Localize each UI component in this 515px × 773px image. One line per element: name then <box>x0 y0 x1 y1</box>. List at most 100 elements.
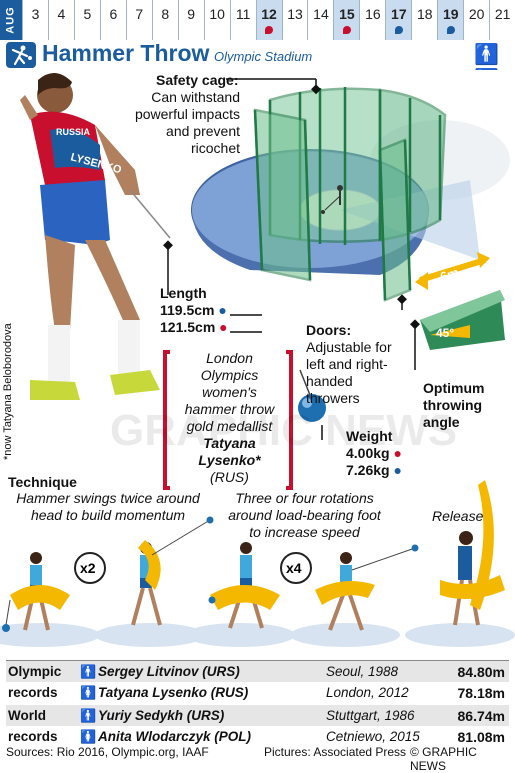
day-cell: 16 <box>359 0 385 40</box>
male-icon: 🚹 <box>474 44 499 66</box>
main-illustration: RUSSIA LYSENKO GRAPHIC NEWS <box>0 70 515 647</box>
record-place: Seoul, 1988 <box>326 664 399 679</box>
day-number: 15 <box>339 6 355 22</box>
venue-label: Olympic Stadium <box>214 49 313 64</box>
graphic-news-credit: © GRAPHIC NEWS <box>410 745 477 773</box>
medallist-text-line: London <box>206 350 253 366</box>
record-mark: 81.08m <box>457 728 505 745</box>
day-number: 16 <box>365 6 381 22</box>
day-number: 9 <box>187 6 196 22</box>
technique-step1-line: head to build momentum <box>30 507 186 523</box>
technique-step2-line: to increase speed <box>249 524 360 540</box>
day-cell: 9 <box>177 0 204 40</box>
record-mark: 86.74m <box>457 707 505 724</box>
sector-arrow <box>415 252 490 290</box>
watermark: GRAPHIC NEWS <box>110 406 457 455</box>
angle-label-line: Optimum <box>423 380 485 396</box>
medallist-description: London Olympics women's hammer throw gol… <box>172 350 287 486</box>
day-cell: 4 <box>47 0 74 40</box>
record-row: Olympic🚹Sergey Litvinov (URS)Seoul, 1988… <box>6 661 509 682</box>
doors-text-line: throwers <box>306 390 360 406</box>
doors-text-line: Adjustable for <box>306 339 392 355</box>
weight-female: 7.26kg ● <box>346 462 402 478</box>
day-cell: 8 <box>151 0 178 40</box>
day-number: 6 <box>109 6 118 22</box>
page-title: Hammer Throw <box>42 40 210 66</box>
weight-male-value: 4.00kg <box>346 445 390 461</box>
length-male: 119.5cm ● <box>160 302 227 318</box>
record-holder: Yuriy Sedykh (URS) <box>98 708 225 723</box>
day-number: 12 <box>261 6 277 22</box>
cage-text-line: ricochet <box>190 140 240 156</box>
medal-event-icon <box>342 26 351 34</box>
medallist-text-line: women's <box>202 384 257 400</box>
length-male-value: 119.5cm <box>160 302 215 318</box>
day-cell: 11 <box>229 0 256 40</box>
medallist-text-line: gold medallist <box>186 418 273 434</box>
technique-step2-line: Three or four rotations <box>235 490 374 506</box>
angle-value: 45° <box>436 326 455 340</box>
record-place: Cetniewo, 2015 <box>326 729 420 744</box>
male-icon: ● <box>393 462 402 478</box>
day-cell: 3 <box>22 0 48 40</box>
medallist-text-line: hammer throw <box>184 401 275 417</box>
day-cell: 19 <box>437 0 464 40</box>
day-number: 13 <box>287 6 303 22</box>
weight-label: Weight <box>346 428 393 444</box>
record-place: London, 2012 <box>326 685 409 700</box>
record-category: records <box>8 684 58 700</box>
medallist-name-line: Lysenko* <box>198 452 261 468</box>
day-number: 10 <box>209 6 225 22</box>
male-icon: 🚹 <box>80 707 97 723</box>
rotations-x2: x2 <box>80 560 96 576</box>
male-icon: ● <box>218 302 227 318</box>
technique-step2-line: around load-bearing foot <box>228 507 381 523</box>
record-mark: 78.18m <box>457 684 505 701</box>
month-label: AUG <box>5 6 18 34</box>
footnote: *now Tatyana Beloborodova <box>2 323 14 460</box>
medal-event-icon <box>265 26 274 34</box>
length-female-value: 121.5cm <box>160 319 216 335</box>
female-icon: 🚺 <box>80 728 97 744</box>
record-holder: Tatyana Lysenko (RUS) <box>98 685 249 700</box>
medallist-text-line: Olympics <box>200 367 259 383</box>
day-number: 8 <box>161 6 170 22</box>
record-row: records🚺Tatyana Lysenko (RUS)London, 201… <box>6 682 509 703</box>
record-category: World <box>8 707 46 723</box>
medallist-bracket <box>163 350 293 490</box>
angle-label-line: angle <box>423 414 460 430</box>
records-table: Olympic🚹Sergey Litvinov (URS)Seoul, 1988… <box>6 660 509 745</box>
day-number: 11 <box>235 6 251 22</box>
doors-text-line: left and right- <box>306 356 388 372</box>
male-icon: 🚹 <box>80 663 97 679</box>
cage-label: Safety cage: <box>156 72 239 88</box>
day-cell: 10 <box>203 0 230 40</box>
cage-text-line: and prevent <box>166 123 240 139</box>
month-tab: AUG <box>0 0 22 40</box>
technique-step2: Three or four rotations around load-bear… <box>222 490 387 541</box>
sources: Sources: Rio 2016, Olympic.org, IAAF <box>6 745 209 759</box>
weight-female-value: 7.26kg <box>346 462 390 478</box>
technique-sequence: x2 x4 <box>0 480 515 647</box>
day-number: 5 <box>83 6 92 22</box>
medal-event-icon <box>446 26 455 34</box>
day-number: 3 <box>31 6 40 22</box>
day-number: 18 <box>416 6 433 22</box>
doors-text-line: handed <box>306 373 353 389</box>
doors-label: Doors: <box>306 322 352 338</box>
technique-label: Technique <box>8 474 77 490</box>
female-icon: ● <box>219 319 228 335</box>
medallist-country: (RUS) <box>210 469 249 485</box>
cage-description: Can withstand powerful impacts and preve… <box>130 89 240 157</box>
day-number: 14 <box>313 6 329 22</box>
day-cell: 20 <box>463 0 489 40</box>
bib-country: RUSSIA <box>56 127 91 137</box>
safety-cage <box>253 87 447 302</box>
day-number: 17 <box>391 6 407 22</box>
day-cell: 21 <box>489 0 515 40</box>
record-category: records <box>8 728 58 744</box>
weight-male: 4.00kg ● <box>346 445 402 461</box>
technique-step1-line: Hammer swings twice around <box>16 490 200 506</box>
